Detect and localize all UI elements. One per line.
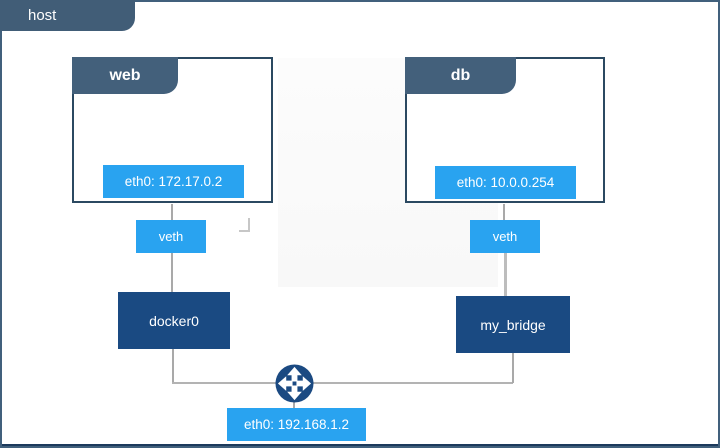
host-tab: host — [0, 0, 135, 31]
connector-veth-to-mybridge — [504, 253, 507, 296]
connector-veth-to-docker0 — [171, 253, 173, 292]
connector-db-to-veth — [503, 204, 505, 221]
web-veth-badge: veth — [136, 220, 206, 253]
my-bridge-box: my_bridge — [456, 296, 570, 353]
connector-docker0-to-bus — [172, 348, 174, 383]
web-eth-badge: eth0: 172.17.0.2 — [103, 165, 244, 198]
connector-router-to-eth — [293, 402, 295, 409]
container-web-tab: web — [72, 57, 178, 94]
db-veth-badge: veth — [470, 220, 540, 253]
container-db-tab: db — [405, 57, 516, 94]
router-icon — [275, 364, 314, 403]
connector-bus-line — [172, 382, 513, 384]
docker0-bridge-box: docker0 — [118, 292, 230, 349]
host-eth-badge: eth0: 192.168.1.2 — [227, 408, 366, 441]
db-eth-badge: eth0: 10.0.0.254 — [435, 166, 576, 199]
connector-mybridge-to-bus — [512, 352, 514, 383]
connector-web-to-veth — [171, 204, 173, 221]
stray-corner-mark — [239, 218, 250, 232]
